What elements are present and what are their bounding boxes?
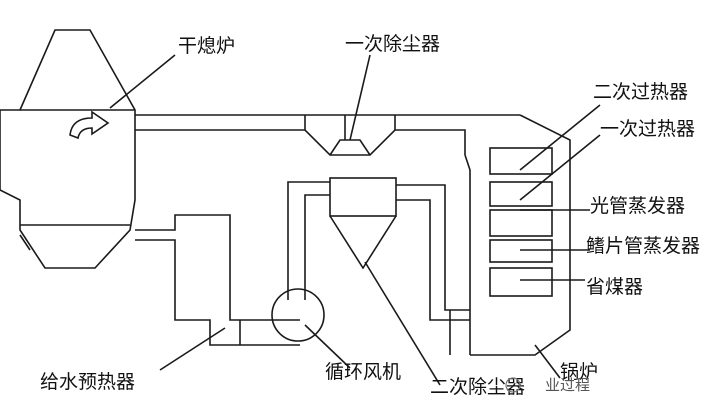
label-feedwater-preheater: 给水预热器 (40, 371, 135, 393)
watermark: 业过程 (505, 376, 590, 394)
label-boiler: 锅炉 (560, 361, 598, 383)
feedwater-preheater (135, 214, 300, 346)
flow-arrow-icon (69, 110, 110, 140)
leader-lines (109, 54, 601, 386)
dry-quenching-furnace (0, 29, 136, 269)
label-secondary-dust-collector: 二次除尘器 (430, 376, 525, 398)
label-secondary-superheater: 二次过热器 (593, 81, 688, 103)
boiler (464, 114, 571, 356)
label-primary-dust-collector: 一次除尘器 (345, 33, 440, 55)
label-economizer: 省煤器 (586, 276, 643, 298)
bare-tube-evaporator-bundle (489, 209, 553, 237)
finned-tube-evaporator-bundle (489, 239, 553, 263)
label-bare-tube-evaporator: 光管蒸发器 (590, 195, 685, 217)
primary-dust-collector (329, 139, 371, 156)
secondary-superheater-bundle (489, 147, 553, 175)
label-circulating-fan: 循环风机 (325, 361, 401, 383)
boiler-tube-bundles (489, 147, 553, 297)
watermark-text: 业过程 (545, 376, 590, 394)
circulating-fan (271, 181, 330, 342)
primary-superheater-bundle (489, 181, 553, 207)
economizer-bundle (489, 267, 553, 297)
secondary-dust-collector (329, 177, 470, 355)
label-dryer: 干熄炉 (178, 35, 235, 57)
label-finned-tube-evaporator: 鳍片管蒸发器 (586, 235, 700, 257)
top-duct (135, 114, 520, 156)
label-primary-superheater: 一次过热器 (600, 118, 695, 140)
